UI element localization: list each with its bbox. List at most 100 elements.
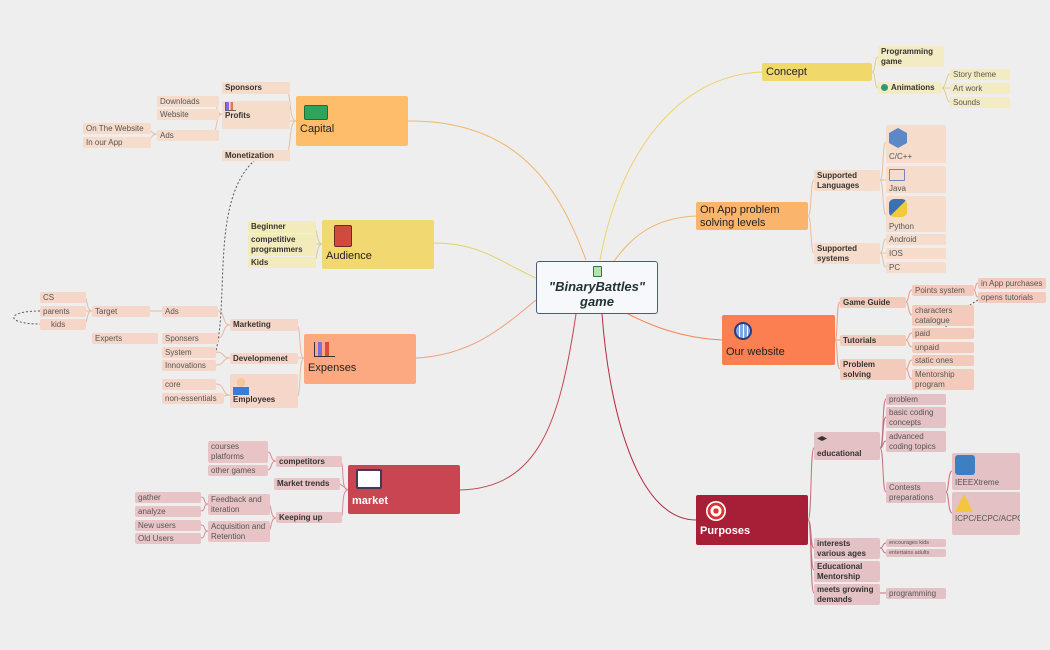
employee-icon	[233, 377, 249, 395]
basic-coding-node[interactable]: basic coding concepts	[886, 407, 946, 428]
courses-platforms-node[interactable]: courses platforms	[208, 441, 268, 463]
advanced-coding-node[interactable]: advanced coding topics	[886, 431, 946, 452]
contests-node[interactable]: Contests preparations	[886, 482, 946, 503]
marketing-ads-node[interactable]: Ads	[162, 306, 218, 317]
parents-node[interactable]: parents	[40, 306, 86, 317]
new-users-node[interactable]: New users	[135, 520, 201, 531]
ieeextreme-node[interactable]: IEEEXtreme	[952, 453, 1020, 490]
ads-node[interactable]: Ads	[157, 130, 219, 141]
interests-node[interactable]: interests various ages	[814, 538, 880, 559]
innovations-node[interactable]: Innovations	[162, 360, 216, 371]
audience-label: Audience	[326, 250, 372, 262]
in-our-app-node[interactable]: In our App	[83, 137, 151, 148]
static-ones-node[interactable]: static ones	[912, 355, 974, 366]
mentorship-program-node[interactable]: Mentorship program	[912, 369, 974, 390]
chart-icon	[225, 102, 236, 111]
feedback-node[interactable]: Feedback and iteration	[208, 494, 270, 515]
website-topic[interactable]: Our website	[722, 315, 835, 365]
development-node[interactable]: Developmenet	[230, 353, 298, 364]
python-icon	[889, 199, 907, 217]
bar-chart-icon	[314, 342, 335, 357]
purposes-topic[interactable]: Purposes	[696, 495, 808, 545]
beginner-coders-node[interactable]: Beginner coders	[248, 221, 316, 233]
system-node[interactable]: System	[162, 347, 216, 358]
art-work-node[interactable]: Art work	[950, 83, 1010, 94]
entertains-adults-node[interactable]: entertains adults	[886, 549, 946, 557]
kids-audience-node[interactable]: Kids	[248, 257, 316, 268]
opens-tutorials-node[interactable]: opens tutorials	[978, 292, 1046, 303]
in-app-purchases-node[interactable]: in App purchases	[978, 278, 1046, 289]
animation-icon	[881, 84, 888, 92]
market-trends-node[interactable]: Market trends	[274, 478, 340, 490]
gather-node[interactable]: gather	[135, 492, 201, 503]
acquisition-node[interactable]: Acquisition and Retention	[208, 521, 270, 542]
cpp-node[interactable]: C/C++	[886, 125, 946, 163]
programming-game-node[interactable]: Programming game	[878, 46, 944, 67]
concept-topic[interactable]: Concept	[762, 63, 872, 81]
keeping-up-node[interactable]: Keeping up	[276, 512, 342, 523]
game-guide-node[interactable]: Game Guide	[840, 297, 906, 308]
educational-mentorship-node[interactable]: Educational Mentorship	[814, 561, 880, 582]
market-topic[interactable]: market	[348, 465, 460, 514]
profits-node[interactable]: Profits	[222, 101, 290, 129]
paid-node[interactable]: paid	[912, 328, 974, 339]
roadmap-node[interactable]: Problem solving roadmap	[840, 359, 906, 380]
encourages-kids-node[interactable]: encourages kids	[886, 539, 946, 547]
sounds-node[interactable]: Sounds	[950, 97, 1010, 108]
pc-node[interactable]: PC	[886, 262, 946, 273]
analyze-node[interactable]: analyze	[135, 506, 201, 517]
monetization-node[interactable]: Monetization	[222, 150, 290, 161]
cpp-icon	[889, 128, 907, 148]
target-node[interactable]: Target	[92, 306, 150, 317]
central-topic[interactable]: "BinaryBattles" game	[536, 261, 658, 314]
supported-systems-node[interactable]: Supported systems	[814, 243, 880, 264]
educational-node[interactable]: educational	[814, 432, 880, 460]
ios-node[interactable]: IOS	[886, 248, 946, 259]
central-title: "BinaryBattles"	[548, 279, 646, 294]
experts-node[interactable]: Experts	[92, 333, 158, 344]
expenses-label: Expenses	[308, 362, 357, 374]
competitive-programmers-node[interactable]: competitive programmers	[248, 234, 316, 256]
website-label: Our website	[726, 346, 785, 358]
notebook-icon	[334, 225, 352, 247]
characters-catalogue-node[interactable]: characters catalogue	[912, 305, 974, 326]
programming-node[interactable]: programming	[886, 588, 946, 599]
unpaid-node[interactable]: unpaid	[912, 342, 974, 353]
on-the-website-node[interactable]: On The Website	[83, 123, 151, 134]
audience-topic[interactable]: Audience	[322, 220, 434, 269]
icpc-node[interactable]: ICPC/ECPC/ACPC	[952, 492, 1020, 535]
android-node[interactable]: Android	[886, 234, 946, 245]
marketing-node[interactable]: Marketing	[230, 319, 298, 331]
supported-languages-node[interactable]: Supported Languages	[814, 170, 880, 191]
kids-target-node[interactable]: kids	[40, 319, 86, 330]
competitors-node[interactable]: competitors	[276, 456, 342, 467]
capital-topic[interactable]: Capital	[296, 96, 408, 146]
other-games-node[interactable]: other games	[208, 465, 268, 476]
expenses-topic[interactable]: Expenses	[304, 334, 416, 384]
educational-label: educational	[817, 449, 862, 458]
story-theme-node[interactable]: Story theme	[950, 69, 1010, 80]
core-node[interactable]: core	[162, 379, 216, 390]
non-essentials-node[interactable]: non-essentials	[162, 393, 224, 404]
website-node[interactable]: Website	[157, 109, 219, 120]
python-node[interactable]: Python	[886, 196, 946, 232]
problem-solving-node[interactable]: problem solving	[886, 394, 946, 405]
old-users-node[interactable]: Old Users	[135, 533, 201, 544]
employees-node[interactable]: Employees	[230, 374, 298, 408]
downloads-node[interactable]: Downloads	[157, 96, 219, 107]
ieeextreme-label: IEEEXtreme	[955, 478, 1000, 487]
animations-node[interactable]: Animations	[878, 82, 942, 94]
tutorials-node[interactable]: Tutorials	[840, 335, 906, 346]
icpc-logo-icon	[955, 494, 973, 512]
sponsers-node[interactable]: Sponsers	[162, 333, 218, 344]
sponsors-node[interactable]: Sponsors	[222, 82, 290, 94]
capital-label: Capital	[300, 123, 335, 135]
central-subtitle: game	[580, 294, 614, 309]
levels-topic[interactable]: On App problem solving levels	[696, 202, 808, 230]
java-icon	[889, 169, 905, 181]
cpp-label: C/C++	[889, 152, 913, 161]
java-node[interactable]: Java	[886, 166, 946, 193]
meets-demands-node[interactable]: meets growing demands	[814, 584, 880, 605]
points-system-node[interactable]: Points system	[912, 285, 974, 296]
cs-students-node[interactable]: CS students	[40, 292, 86, 303]
